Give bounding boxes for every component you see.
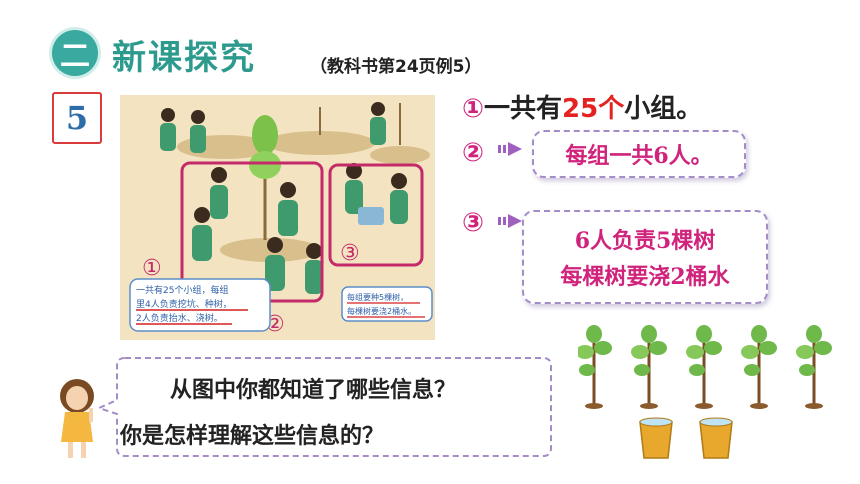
sapling-icon (249, 115, 281, 240)
scene-note1-line3: 2人负责抬水、浇树。 (136, 312, 223, 324)
info1-number: ① (462, 94, 485, 124)
info2-number: ② (462, 138, 485, 168)
arrow-right-icon (498, 142, 522, 156)
scene-label-3: ③ (340, 241, 360, 266)
info3-line1: 6人负责5棵树 (574, 228, 716, 254)
bucket-icon (639, 417, 673, 459)
scene-note2-line2: 每棵树要浇2桶水。 (347, 306, 416, 316)
info3-number: ③ (462, 208, 485, 238)
girl-avatar (60, 379, 94, 458)
tree-icon (741, 325, 777, 409)
scene-note1-line2: 里4人负责挖坑、种树， (136, 298, 232, 310)
question-bubble (96, 357, 552, 457)
info-bubble-2: 每组一共6人。 (532, 130, 746, 178)
example-number: 5 (52, 92, 102, 144)
section-title: 新课探究 (112, 38, 256, 78)
bucket-icon (699, 417, 733, 459)
planting-scene-illustration: ① ② ③ 一共有25个小组，每组 里4人负责挖坑、种树， 2人负责抬水、浇树。… (120, 95, 435, 340)
info1-post: 小组。 (624, 94, 703, 124)
trees-and-buckets-illustration (578, 325, 832, 459)
arrow-right-icon (498, 214, 522, 228)
tree-icon (796, 325, 832, 409)
info1-highlight: 25个 (562, 94, 625, 124)
section-badge: 二 (52, 30, 98, 76)
scene-label-1: ① (142, 256, 162, 281)
question-line-2: 你是怎样理解这些信息的？ (120, 424, 385, 449)
info1-pre: 一共有 (484, 94, 563, 124)
scene-note2-line1: 每组要种5棵树， (347, 292, 408, 302)
info-line-1: ①一共有25个小组。 (462, 88, 702, 125)
scene-note1-line1: 一共有25个小组，每组 (136, 284, 228, 296)
tree-icon (686, 325, 722, 409)
textbook-reference: （教科书第24页例5） (310, 57, 482, 77)
info3-line2: 每棵树要浇2桶水 (560, 264, 730, 290)
question-line-1: 从图中你都知道了哪些信息？ (170, 378, 457, 403)
info-bubble-3: 6人负责5棵树 每棵树要浇2桶水 (522, 210, 768, 304)
tree-icon (578, 325, 612, 409)
tree-icon (631, 325, 667, 409)
